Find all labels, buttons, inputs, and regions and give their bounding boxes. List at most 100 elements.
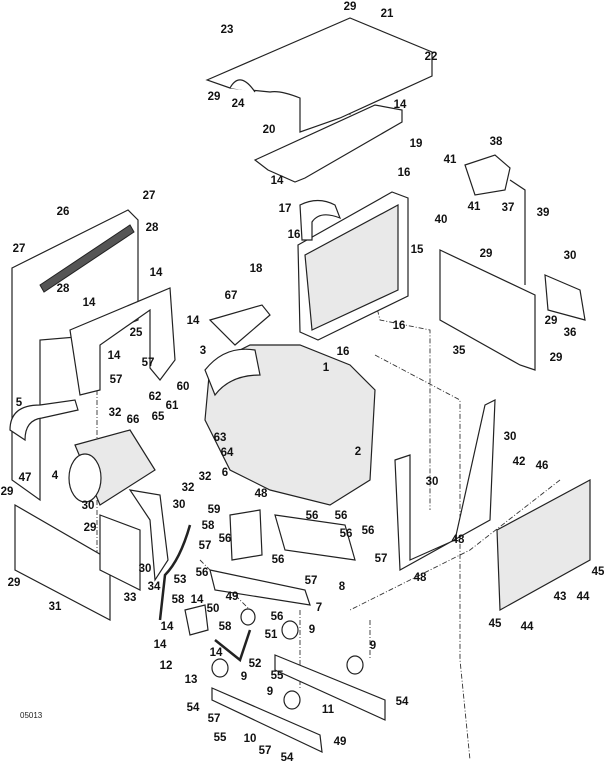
callout-label: 32 — [108, 407, 122, 419]
callout-label: 61 — [165, 400, 179, 412]
callout-label: 31 — [48, 601, 62, 613]
overflow-tank — [464, 154, 511, 196]
support-bracket — [128, 489, 169, 582]
callout-label: 13 — [184, 674, 198, 686]
callout-label: 54 — [395, 696, 409, 708]
callout-label: 33 — [123, 592, 137, 604]
small-panel — [544, 274, 586, 321]
muffler — [204, 348, 261, 397]
callout-label: 29 — [83, 522, 97, 534]
callout-label: 27 — [12, 243, 26, 255]
callout-label: 16 — [287, 229, 301, 241]
callout-label: 25 — [129, 327, 143, 339]
fuel-filter — [240, 608, 256, 626]
callout-label: 57 — [109, 374, 123, 386]
callout-label: 67 — [224, 290, 238, 302]
side-panel — [99, 514, 141, 591]
callout-label: 27 — [142, 190, 156, 202]
callout-label: 64 — [220, 447, 234, 459]
engine-mount-bracket-left — [209, 569, 311, 606]
callout-label: 37 — [501, 202, 515, 214]
callout-label: 57 — [207, 713, 221, 725]
callout-label: 6 — [221, 467, 229, 479]
callout-label: 49 — [225, 591, 239, 603]
intake-hose — [9, 399, 79, 442]
shroud-seal — [39, 224, 135, 293]
callout-label: 21 — [380, 8, 394, 20]
radiator-screen — [496, 478, 591, 611]
callout-label: 46 — [535, 460, 549, 472]
callout-label: 2 — [354, 446, 362, 458]
air-cleaner-cap — [68, 453, 102, 503]
callout-label: 43 — [553, 591, 567, 603]
callout-label: 42 — [512, 456, 526, 468]
callout-label: 9 — [266, 686, 274, 698]
callout-label: 47 — [18, 472, 32, 484]
frame-rail — [211, 687, 323, 754]
callout-label: 32 — [181, 482, 195, 494]
callout-label: 41 — [467, 201, 481, 213]
callout-label: 9 — [240, 671, 248, 683]
callout-label: 11 — [321, 704, 335, 716]
callout-label: 17 — [278, 203, 292, 215]
callout-label: 29 — [549, 352, 563, 364]
callout-label: 56 — [218, 533, 232, 545]
bracket-plate — [229, 509, 263, 561]
callout-label: 57 — [141, 357, 155, 369]
callout-label: 56 — [361, 525, 375, 537]
callout-label: 10 — [243, 733, 257, 745]
callout-label: 30 — [172, 499, 186, 511]
isolator-mount — [346, 655, 364, 675]
fuel-hose — [214, 629, 252, 663]
callout-label: 30 — [138, 563, 152, 575]
callout-label: 66 — [126, 414, 140, 426]
callout-label: 35 — [452, 345, 466, 357]
callout-label: 5 — [15, 397, 23, 409]
callout-label: 20 — [262, 124, 276, 136]
callout-label: 29 — [544, 315, 558, 327]
callout-label: 48 — [451, 534, 465, 546]
callout-label: 34 — [147, 581, 161, 593]
callout-label: 45 — [591, 566, 605, 578]
fuel-pump — [184, 604, 209, 636]
callout-label: 40 — [434, 214, 448, 226]
callout-label: 36 — [563, 327, 577, 339]
callout-label: 30 — [503, 431, 517, 443]
callout-label: 3 — [199, 345, 207, 357]
isolator-mount — [211, 658, 229, 678]
callout-label: 14 — [153, 639, 167, 651]
fuel-hose — [158, 524, 192, 621]
callout-label: 14 — [82, 297, 96, 309]
cover-bracket — [253, 104, 403, 183]
callout-label: 29 — [479, 248, 493, 260]
callout-label: 30 — [425, 476, 439, 488]
front-panel — [14, 503, 111, 621]
engine — [204, 344, 376, 506]
cover-cutout — [229, 79, 256, 93]
isolator-mount — [281, 620, 299, 640]
callout-label: 14 — [209, 647, 223, 659]
callout-label: 30 — [81, 500, 95, 512]
radiator-frame — [394, 399, 496, 571]
callout-label: 22 — [424, 51, 438, 63]
callout-label: 56 — [305, 510, 319, 522]
callout-label: 54 — [186, 702, 200, 714]
callout-label: 58 — [218, 621, 232, 633]
callout-label: 14 — [190, 594, 204, 606]
callout-label: 32 — [198, 471, 212, 483]
callout-label: 28 — [145, 222, 159, 234]
callout-label: 29 — [0, 486, 14, 498]
upper-hose — [299, 199, 342, 241]
callout-label: 51 — [264, 629, 278, 641]
callout-label: 16 — [336, 346, 350, 358]
callout-label: 14 — [160, 621, 174, 633]
callout-label: 45 — [488, 618, 502, 630]
callout-label: 52 — [248, 658, 262, 670]
callout-label: 14 — [186, 315, 200, 327]
callout-label: 63 — [213, 432, 227, 444]
callout-label: 41 — [443, 154, 457, 166]
callout-label: 65 — [151, 411, 165, 423]
callout-label: 26 — [56, 206, 70, 218]
callout-label: 57 — [304, 575, 318, 587]
